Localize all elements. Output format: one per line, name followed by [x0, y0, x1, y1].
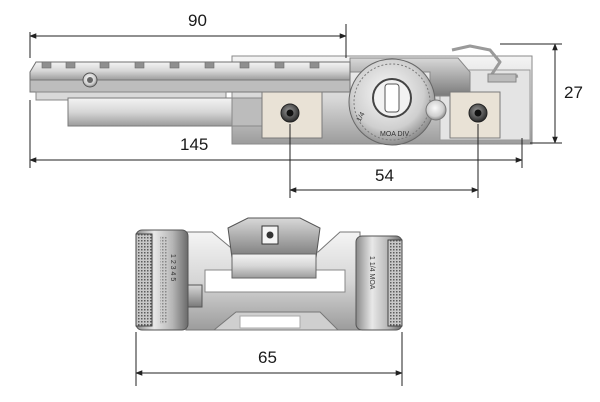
- end-dimensions: [135, 332, 403, 386]
- left-turret: 1 2 3 4 5: [135, 229, 189, 331]
- knob-arrow-marking: 1/4: [356, 111, 367, 123]
- end-view: 1 2 3 4 5 1 1/4 MOA: [135, 217, 403, 331]
- right-turret: 1 1/4 MOA: [355, 235, 403, 331]
- dim-65-label: 65: [258, 348, 277, 367]
- adjustment-knob: 1/4 MOA DIV: [348, 58, 436, 146]
- dim-145-label: 145: [180, 135, 208, 154]
- dim-90-label: 90: [188, 11, 207, 30]
- picatinny-rail: [29, 61, 351, 101]
- plunger-knob: [425, 99, 447, 121]
- side-view: 1/4 MOA DIV: [29, 44, 533, 146]
- lower-clamp-bar: [67, 97, 249, 127]
- left-turret-scale: 1 2 3 4 5: [169, 254, 176, 281]
- knob-unit-marking: MOA DIV: [380, 131, 410, 138]
- side-dimensions: [29, 24, 562, 198]
- right-turret-scale: 1 1/4 MOA: [368, 256, 375, 290]
- dim-54-label: 54: [375, 166, 394, 185]
- dim-27-label: 27: [564, 83, 583, 102]
